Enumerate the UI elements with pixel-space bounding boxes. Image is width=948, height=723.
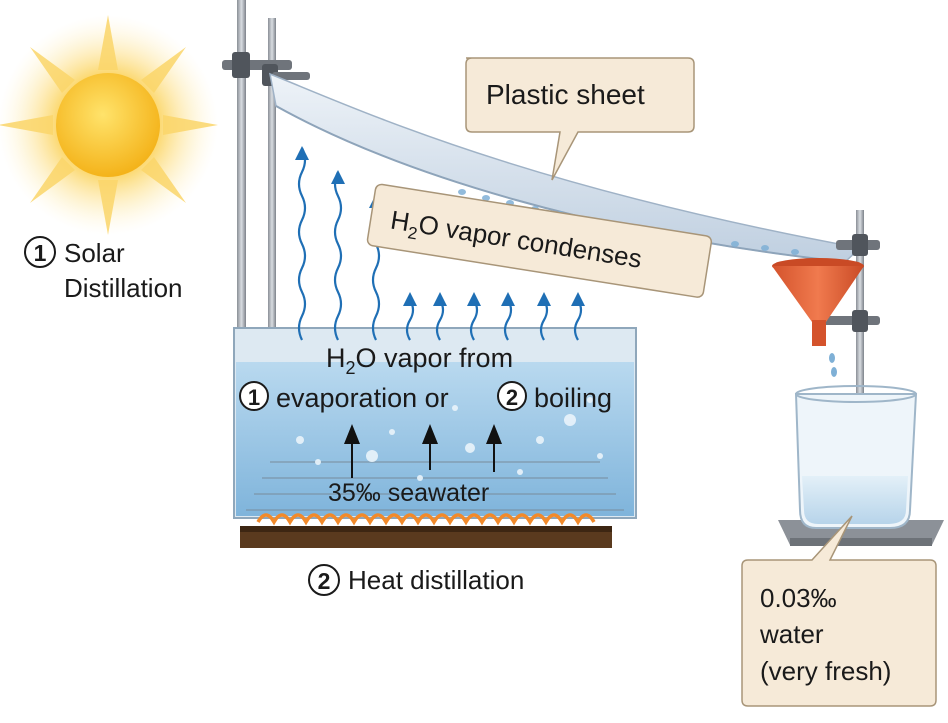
- tank-grate: [246, 461, 624, 511]
- beaker-icon: [794, 385, 918, 529]
- water-bubbles: [296, 397, 603, 481]
- fresh-label-line3: (very fresh): [760, 656, 891, 686]
- evaporation-label: evaporation or: [276, 383, 449, 413]
- fresh-label-line1: 0.03‰: [760, 583, 837, 613]
- plastic-sheet-label: Plastic sheet: [486, 79, 645, 110]
- solar-marker: 1: [24, 236, 56, 268]
- fresh-label-line2: water: [759, 619, 824, 649]
- plastic-sheet-callout: Plastic sheet: [465, 57, 695, 181]
- heat-arrows: [344, 424, 502, 478]
- heater-plate: [240, 513, 612, 548]
- boiling-marker: 2: [497, 381, 527, 411]
- svg-text:1: 1: [248, 385, 260, 410]
- svg-text:1: 1: [34, 240, 47, 266]
- seawater-tank: [233, 327, 637, 519]
- funnel-icon: [772, 258, 864, 377]
- fresh-water-callout: 0.03‰ water (very fresh): [741, 515, 937, 707]
- vapor-from-label: H2O vapor from: [326, 343, 513, 378]
- heating-coil: [256, 513, 596, 526]
- evaporation-marker: 1: [239, 381, 269, 411]
- ring-stand-left: [222, 0, 310, 345]
- solar-label-line2: Distillation: [64, 273, 183, 303]
- sun-icon: [0, 15, 218, 235]
- seawater-label: 35‰ seawater: [328, 479, 489, 507]
- heat-marker: 2: [308, 564, 340, 596]
- boiling-label: boiling: [534, 383, 612, 413]
- heat-distillation-label: Heat distillation: [348, 565, 524, 595]
- svg-text:2: 2: [318, 568, 331, 594]
- condenses-callout: H2O vapor condenses: [366, 183, 713, 298]
- svg-text:2: 2: [506, 385, 518, 410]
- solar-label-line1: Solar: [64, 238, 125, 268]
